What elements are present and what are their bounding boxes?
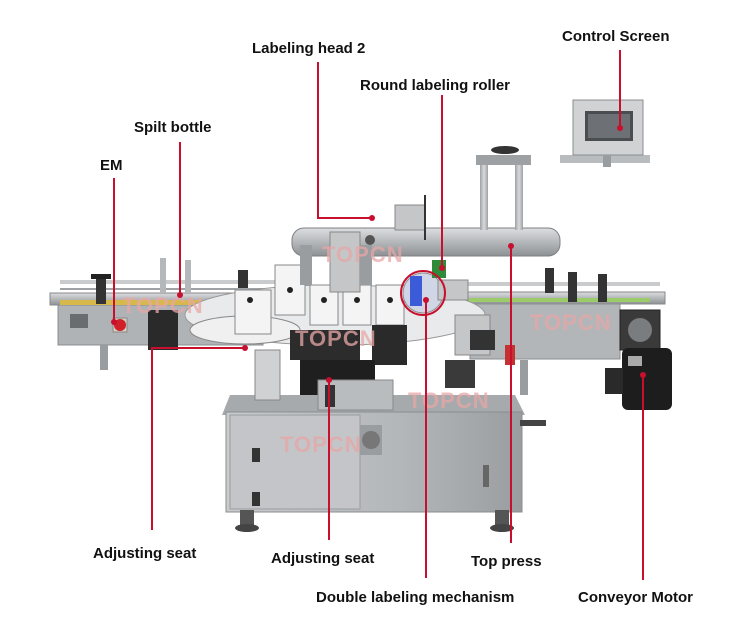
leader-endpoints <box>111 125 646 383</box>
watermark: TOPCN <box>122 293 204 318</box>
leader-adjusting-seat-left <box>151 347 245 530</box>
watermark: TOPCN <box>322 242 404 267</box>
label-adjusting-seat-left: Adjusting seat <box>93 545 197 562</box>
callout-dot <box>111 319 117 325</box>
label-double-labeling-mechanism: Double labeling mechanism <box>316 589 515 606</box>
conveyor-motor <box>605 309 672 410</box>
label-adjusting-seat-center: Adjusting seat <box>271 550 375 567</box>
leader-lines <box>113 50 644 580</box>
callout-dot <box>369 215 375 221</box>
label-control-screen: Control Screen <box>562 28 670 45</box>
watermark: TOPCN <box>408 388 490 413</box>
callout-dot <box>640 372 646 378</box>
label-roll-heads <box>184 231 486 401</box>
label-labeling-head-2: Labeling head 2 <box>252 40 366 57</box>
label-conveyor-motor: Conveyor Motor <box>578 589 694 606</box>
callout-dot <box>326 377 332 383</box>
callout-dot <box>439 265 445 271</box>
callout-dot <box>508 243 514 249</box>
label-em: EM <box>100 157 123 174</box>
label-round-labeling-roller: Round labeling roller <box>360 77 511 94</box>
watermark: TOPCN <box>280 432 362 457</box>
highlight-ring-roller <box>400 270 446 316</box>
watermark: TOPCN <box>530 310 612 335</box>
adjusting-seat-art <box>317 379 394 455</box>
watermark: TOPCN <box>295 326 377 351</box>
label-spilt-bottle: Spilt bottle <box>134 119 212 136</box>
callout-dot <box>242 345 248 351</box>
watermarks: TOPCN TOPCN TOPCN TOPCN TOPCN TOPCN <box>122 242 612 457</box>
callout-dot <box>177 292 183 298</box>
callout-dot <box>617 125 623 131</box>
control-screen <box>572 99 644 167</box>
base-cabinet <box>222 395 525 532</box>
callout-dot <box>423 297 429 303</box>
label-top-press: Top press <box>471 553 542 570</box>
leader-labeling-head-2 <box>317 62 372 219</box>
